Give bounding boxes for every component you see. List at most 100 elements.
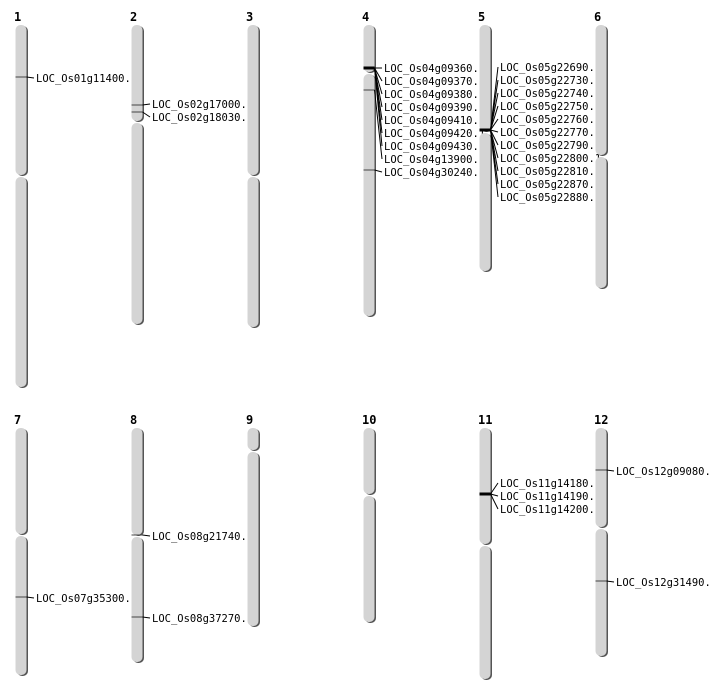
- chromosome-5: 5LOC_Os05g22690.1LOC_Os05g22730.1LOC_Os0…: [478, 10, 601, 272]
- chromosome-short-arm: [247, 428, 259, 450]
- gene-label: LOC_Os05g22760.1: [500, 114, 601, 126]
- gene-connector: [606, 469, 615, 472]
- gene-label: LOC_Os04g09410.1: [384, 115, 485, 127]
- chromosome-short-arm: [131, 428, 143, 535]
- chromosome-long-arm: [363, 496, 375, 622]
- chromosome-9: 9: [246, 413, 260, 627]
- chromosome-number: 12: [594, 413, 608, 427]
- gene-label: LOC_Os05g22770.1: [500, 127, 601, 139]
- gene-label: LOC_Os11g14180.1: [500, 478, 601, 490]
- gene-label: LOC_Os07g35300.1: [36, 593, 137, 605]
- gene-connector: [490, 493, 499, 497]
- chromosome-short-arm: [595, 25, 607, 155]
- gene-connector: [490, 118, 499, 131]
- gene-label: LOC_Os04g13900.1: [384, 154, 485, 166]
- gene-label: LOC_Os04g09420.1: [384, 128, 485, 140]
- gene-label: LOC_Os05g22740.1: [500, 88, 601, 100]
- gene-label: LOC_Os04g09370.1: [384, 76, 485, 88]
- gene-label: LOC_Os05g22750.1: [500, 101, 601, 113]
- chromosome-number: 2: [130, 10, 137, 24]
- gene-connector: [490, 129, 499, 146]
- chromosome-short-arm: [247, 25, 259, 175]
- gene-label: LOC_Os05g22690.1: [500, 62, 601, 74]
- gene-connector: [490, 129, 499, 133]
- gene-label: LOC_Os02g17000.1: [152, 99, 253, 111]
- chromosome-long-arm: [479, 546, 491, 679]
- chromosome-long-arm: [15, 177, 27, 387]
- chromosome-short-arm: [479, 428, 491, 544]
- gene-connector: [142, 616, 151, 619]
- chromosome-4: 4LOC_Os04g09360.1LOC_Os04g09370.1LOC_Os0…: [362, 10, 485, 317]
- chromosome-3: 3: [246, 10, 260, 328]
- gene-label: LOC_Os08g37270.1: [152, 613, 253, 625]
- gene-label: LOC_Os12g31490.1: [616, 577, 712, 589]
- gene-label: LOC_Os04g09380.1: [384, 89, 485, 101]
- chromosome-11: 11LOC_Os11g14180.1LOC_Os11g14190.1LOC_Os…: [478, 413, 601, 680]
- gene-label: LOC_Os01g11400.1: [36, 73, 137, 85]
- chromosome-short-arm: [595, 428, 607, 527]
- chromosome-short-arm: [479, 25, 491, 131]
- chromosome-number: 1: [14, 10, 21, 24]
- chromosome-number: 5: [478, 10, 485, 24]
- chromosome-long-arm: [131, 537, 143, 662]
- gene-connector: [490, 129, 499, 198]
- gene-label: LOC_Os11g14190.1: [500, 491, 601, 503]
- gene-label: LOC_Os05g22810.1: [500, 166, 601, 178]
- gene-label: LOC_Os05g22790.1: [500, 140, 601, 152]
- chromosome-number: 11: [478, 413, 492, 427]
- chromosome-short-arm: [131, 25, 143, 121]
- chromosome-long-arm: [247, 177, 259, 327]
- chromosome-short-arm: [15, 428, 27, 534]
- gene-label: LOC_Os04g09360.1: [384, 63, 485, 75]
- chromosome-short-arm: [15, 25, 27, 175]
- chromosome-long-arm: [479, 133, 491, 271]
- chromosome-number: 10: [362, 413, 376, 427]
- gene-label: LOC_Os04g30240.1: [384, 167, 485, 179]
- chromosome-number: 7: [14, 413, 21, 427]
- chromosome-10: 10: [362, 413, 376, 623]
- chromosome-number: 3: [246, 10, 253, 24]
- gene-connector: [142, 534, 151, 537]
- gene-label: LOC_Os05g22870.1: [500, 179, 601, 191]
- gene-connector: [374, 67, 383, 147]
- gene-connector: [490, 92, 499, 131]
- chromosome-long-arm: [247, 452, 259, 626]
- gene-connector: [374, 67, 383, 82]
- gene-label: LOC_Os12g09080.1: [616, 466, 712, 478]
- gene-connector: [490, 493, 499, 510]
- chromosome-long-arm: [15, 536, 27, 675]
- chromosome-6: 6: [594, 10, 608, 289]
- gene-label: LOC_Os05g22730.1: [500, 75, 601, 87]
- chromosome-long-arm: [595, 529, 607, 656]
- gene-label: LOC_Os04g09430.1: [384, 141, 485, 153]
- chromosome-number: 6: [594, 10, 601, 24]
- gene-label: LOC_Os08g21740.1: [152, 531, 253, 543]
- gene-label: LOC_Os05g22880.1: [500, 192, 601, 204]
- chromosome-long-arm: [363, 74, 375, 316]
- gene-connector: [374, 169, 383, 173]
- gene-connector: [374, 89, 383, 160]
- gene-connector: [26, 76, 35, 79]
- chromosome-number: 8: [130, 413, 137, 427]
- chromosome-short-arm: [363, 428, 375, 494]
- gene-label: LOC_Os05g22800.1: [500, 153, 601, 165]
- gene-label: LOC_Os04g09390.1: [384, 102, 485, 114]
- chromosome-short-arm: [363, 25, 375, 72]
- gene-connector: [490, 482, 499, 495]
- gene-connector: [606, 580, 615, 583]
- gene-label: LOC_Os02g18030.1: [152, 112, 253, 124]
- gene-label: LOC_Os11g14200.1: [500, 504, 601, 516]
- gene-connector: [26, 596, 35, 599]
- chromosome-number: 4: [362, 10, 369, 24]
- chromosome-number: 9: [246, 413, 253, 427]
- chromosome-long-arm: [131, 123, 143, 324]
- gene-connector: [142, 103, 151, 106]
- gene-connector: [142, 111, 151, 118]
- gene-connector: [490, 105, 499, 131]
